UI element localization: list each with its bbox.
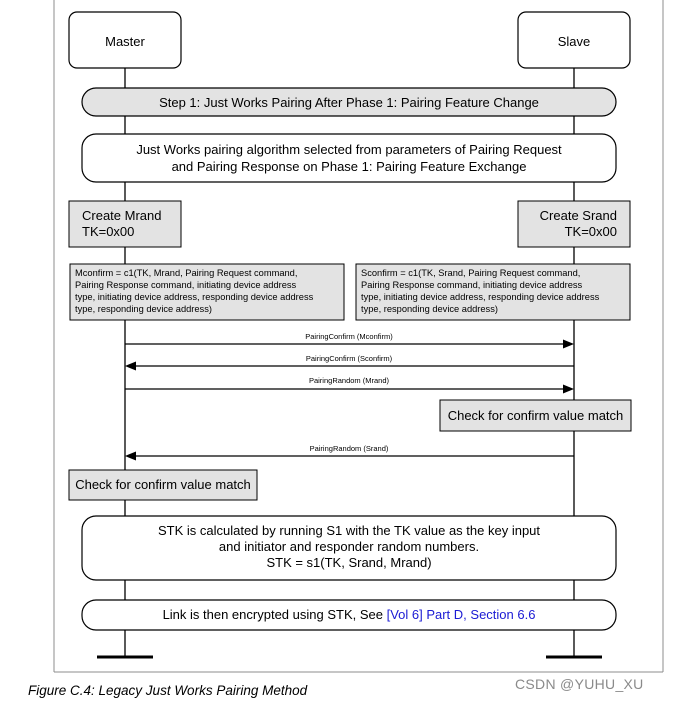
master-create-line-1: Create Mrand	[82, 208, 161, 223]
slave-create-box: Create Srand TK=0x00	[517, 200, 631, 248]
figure-caption: Figure C.4: Legacy Just Works Pairing Me…	[28, 683, 308, 698]
arrowhead-icon	[563, 384, 574, 394]
vol6-reference-link[interactable]: [Vol 6] Part D, Section 6.6	[387, 607, 536, 622]
message-pairing-confirm-sconfirm: PairingConfirm (Sconfirm)	[125, 354, 574, 371]
message-pairing-random-mrand: PairingRandom (Mrand)	[125, 376, 574, 394]
message-pairing-confirm-mconfirm: PairingConfirm (Mconfirm)	[125, 332, 574, 349]
selection-line-1: Just Works pairing algorithm selected fr…	[136, 142, 562, 157]
slave-check-box: Check for confirm value match	[439, 399, 632, 432]
arrowhead-icon	[125, 361, 136, 371]
slave-create-line-1: Create Srand	[540, 208, 617, 223]
step1-banner: Step 1: Just Works Pairing After Phase 1…	[81, 87, 617, 117]
algorithm-selection-box: Just Works pairing algorithm selected fr…	[81, 133, 617, 183]
selection-line-2: and Pairing Response on Phase 1: Pairing…	[172, 159, 527, 174]
mconfirm-line-3: type, initiating device address, respond…	[75, 292, 314, 302]
message-label: PairingConfirm (Mconfirm)	[305, 332, 393, 341]
slave-label: Slave	[558, 34, 591, 49]
sconfirm-line-3: type, initiating device address, respond…	[361, 292, 600, 302]
master-create-box: Create Mrand TK=0x00	[68, 200, 182, 248]
master-create-line-2: TK=0x00	[82, 224, 134, 239]
sconfirm-box: Sconfirm = c1(TK, Srand, Pairing Request…	[355, 263, 631, 321]
message-label: PairingRandom (Mrand)	[309, 376, 390, 385]
master-check-text: Check for confirm value match	[75, 477, 251, 492]
stk-line-1: STK is calculated by running S1 with the…	[158, 523, 540, 538]
message-label: PairingConfirm (Sconfirm)	[306, 354, 393, 363]
mconfirm-box: Mconfirm = c1(TK, Mrand, Pairing Request…	[69, 263, 345, 321]
slave-check-text: Check for confirm value match	[448, 408, 624, 423]
stk-line-2: and initiator and responder random numbe…	[219, 539, 479, 554]
master-participant: Master	[68, 11, 182, 69]
link-encryption-text: Link is then encrypted using STK, See [V…	[163, 607, 536, 622]
master-check-box: Check for confirm value match	[68, 469, 258, 501]
sconfirm-line-4: type, responding device address)	[361, 304, 498, 314]
slave-create-line-2: TK=0x00	[565, 224, 617, 239]
message-label: PairingRandom (Srand)	[310, 444, 389, 453]
stk-line-3: STK = s1(TK, Srand, Mrand)	[266, 555, 431, 570]
mconfirm-line-4: type, responding device address)	[75, 304, 212, 314]
slave-participant: Slave	[517, 11, 631, 69]
watermark: CSDN @YUHU_XU	[515, 676, 644, 692]
arrowhead-icon	[563, 339, 574, 349]
link-encryption-prefix: Link is then encrypted using STK, See	[163, 607, 387, 622]
mconfirm-line-2: Pairing Response command, initiating dev…	[75, 280, 297, 290]
stk-calculation-box: STK is calculated by running S1 with the…	[81, 515, 617, 581]
message-pairing-random-srand: PairingRandom (Srand)	[125, 444, 574, 461]
step1-text: Step 1: Just Works Pairing After Phase 1…	[159, 95, 539, 110]
link-encryption-box: Link is then encrypted using STK, See [V…	[81, 599, 617, 631]
mconfirm-line-1: Mconfirm = c1(TK, Mrand, Pairing Request…	[75, 268, 297, 278]
arrowhead-icon	[125, 451, 136, 461]
sconfirm-line-1: Sconfirm = c1(TK, Srand, Pairing Request…	[361, 268, 580, 278]
sconfirm-line-2: Pairing Response command, initiating dev…	[361, 280, 583, 290]
master-label: Master	[105, 34, 145, 49]
